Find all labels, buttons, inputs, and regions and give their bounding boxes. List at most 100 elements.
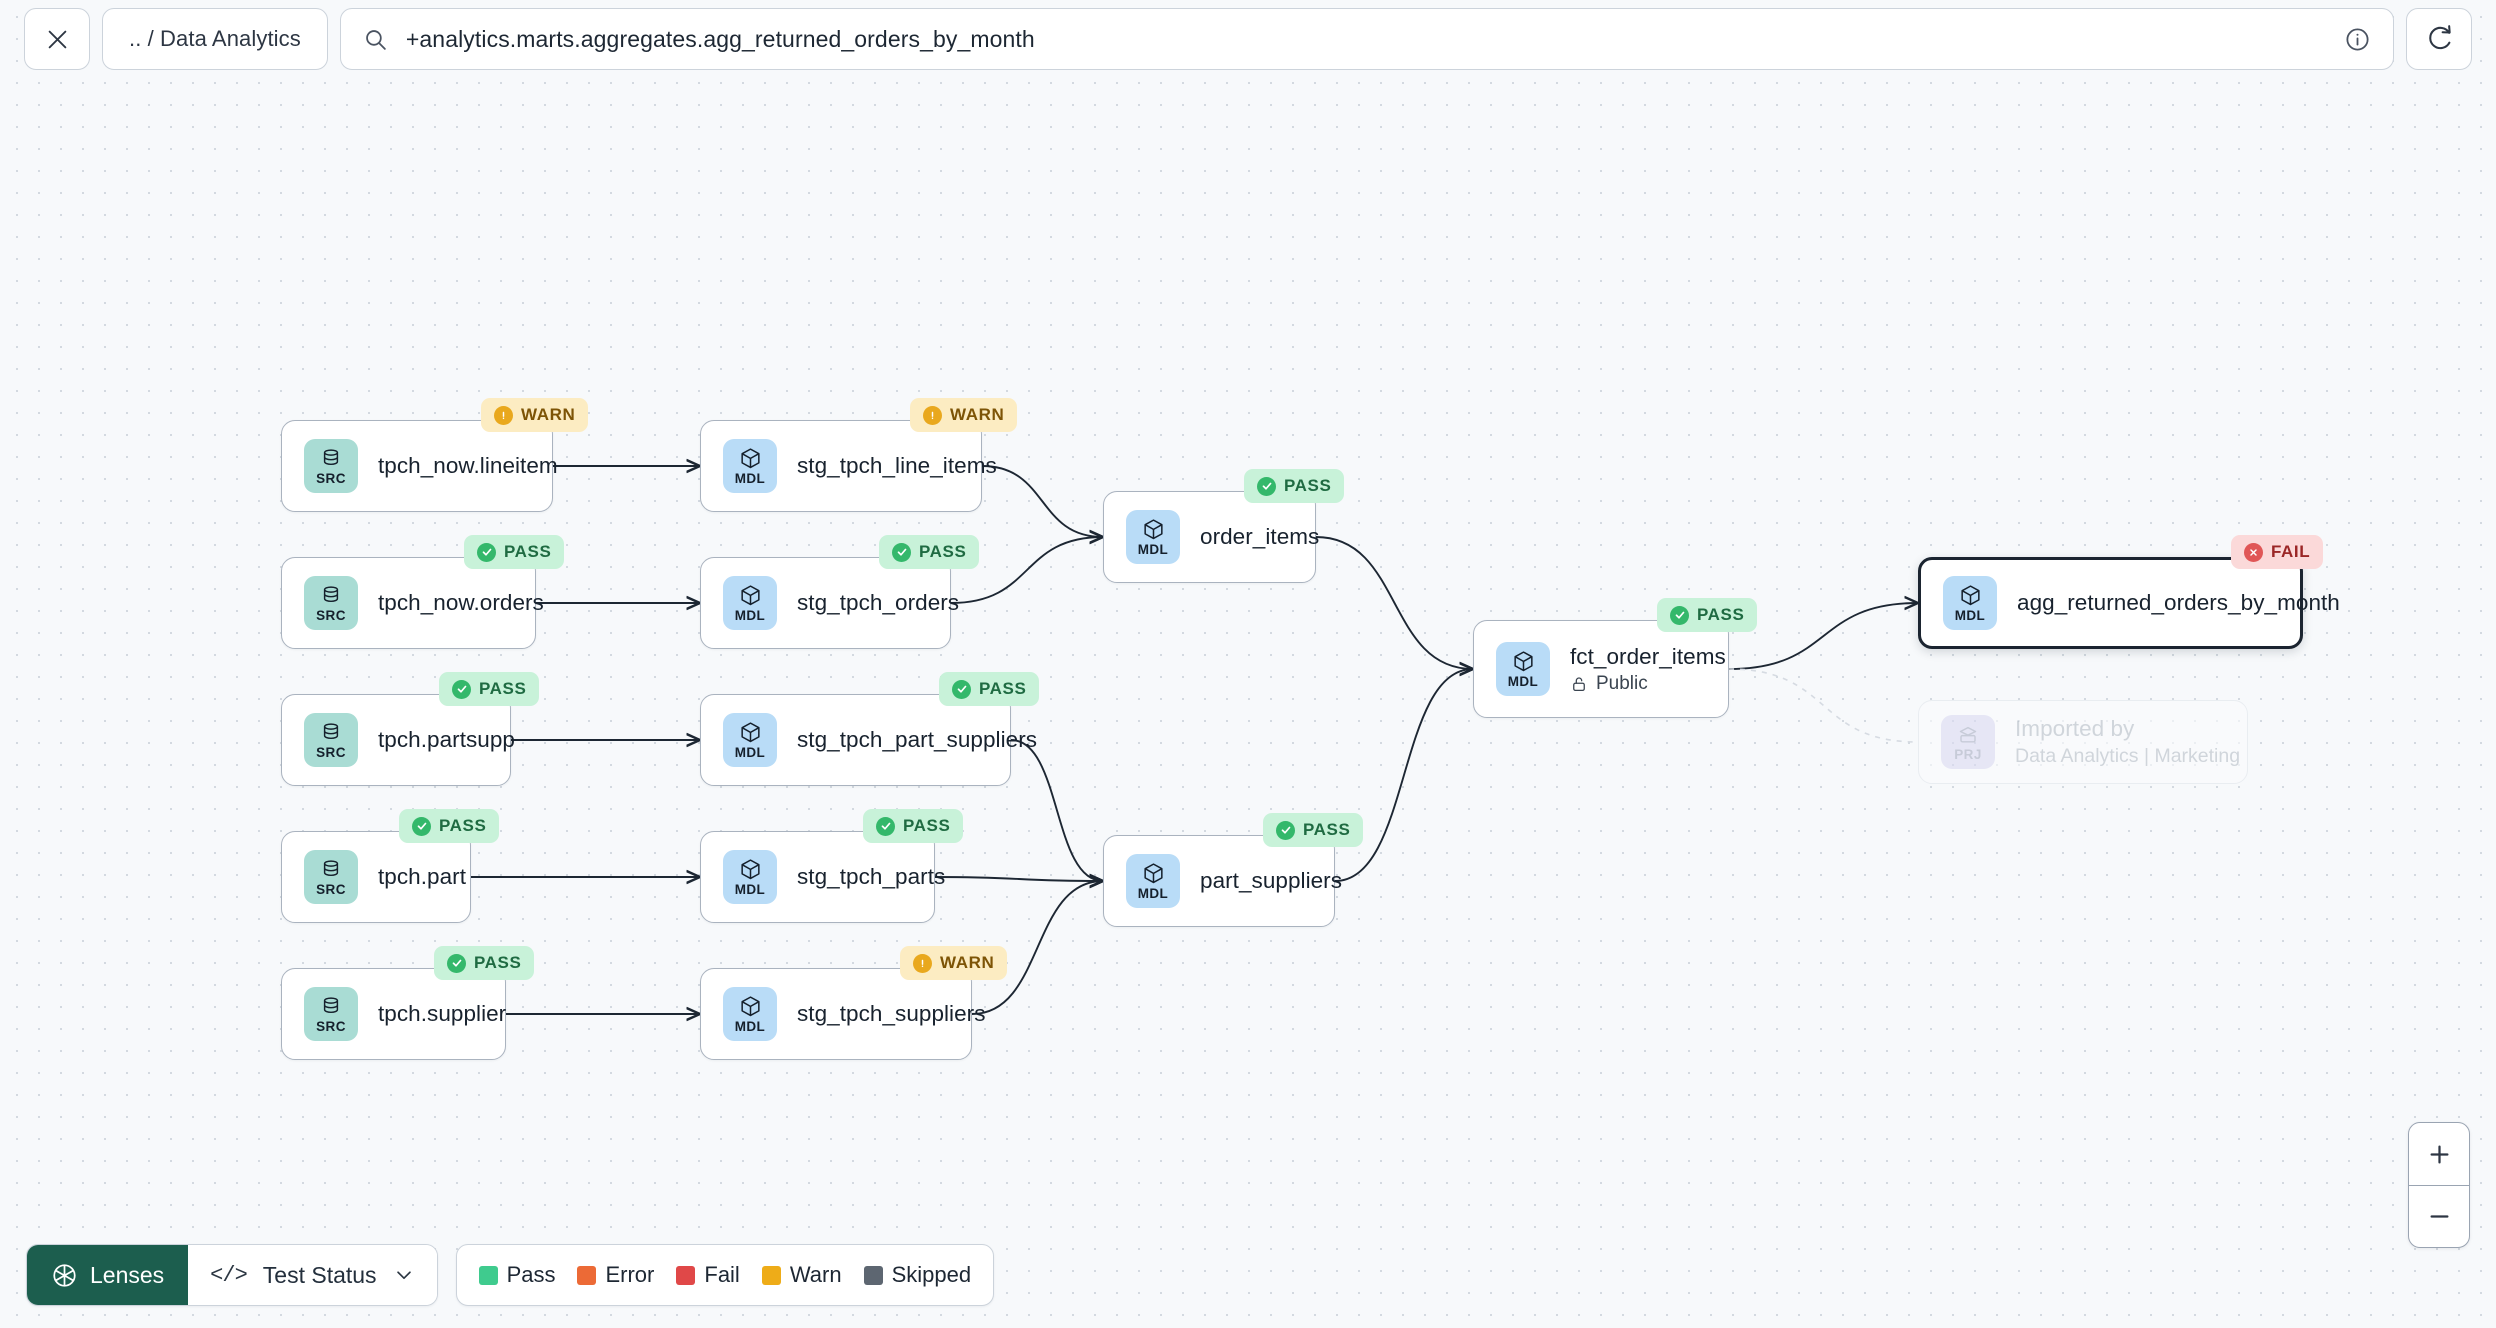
status-dot-icon (876, 816, 895, 836)
node-title: order_items (1200, 524, 1320, 549)
node-kind-chip-mdl: MDL (1943, 576, 1997, 630)
info-circle-icon[interactable] (2344, 26, 2371, 53)
legend-item-fail[interactable]: Fail (676, 1262, 740, 1288)
status-badge-label: PASS (1303, 820, 1351, 839)
node-kind-label: MDL (1954, 608, 1986, 624)
graph-node-tpch_now_lineitem[interactable]: SRC tpch_now.lineitem (281, 420, 558, 512)
node-kind-chip-mdl: MDL (723, 576, 777, 630)
node-body: stg_tpch_orders (797, 590, 960, 616)
node-kind-label: SRC (316, 470, 346, 486)
status-dot-icon (913, 953, 932, 973)
status-badge-label: PASS (1284, 476, 1332, 495)
zoom-out-button[interactable] (2409, 1185, 2469, 1247)
test-status-selector[interactable]: </> Test Status (188, 1245, 437, 1305)
status-badge-label: PASS (919, 542, 967, 561)
node-title: fct_order_items (1570, 643, 1726, 669)
node-kind-label: PRJ (1954, 746, 1982, 762)
status-badge-label: PASS (1697, 605, 1745, 624)
bottom-toolbar: Lenses </> Test Status Pass Error Fail Warn… (26, 1244, 995, 1306)
graph-node-order_items[interactable]: MDL order_items (1103, 491, 1320, 583)
status-badge-pass[interactable]: PASS (399, 809, 500, 843)
edge-stg_tpch_orders-to-order_items (950, 537, 1103, 604)
status-badge-label: PASS (504, 542, 552, 561)
node-body: stg_tpch_line_items (797, 453, 997, 479)
cube-icon (1960, 585, 1980, 606)
database-icon (323, 586, 339, 602)
code-icon: </> (210, 1262, 248, 1288)
node-title: stg_tpch_suppliers (797, 1001, 986, 1026)
status-badge-fail[interactable]: FAIL (2231, 535, 2324, 569)
node-title: tpch_now.orders (378, 590, 544, 615)
search-bar[interactable]: +analytics.marts.aggregates.agg_returned… (339, 8, 2394, 70)
status-badge-pass[interactable]: PASS (439, 672, 540, 706)
search-input[interactable]: +analytics.marts.aggregates.agg_returned… (405, 25, 1035, 52)
node-title: tpch.supplier (378, 1001, 507, 1026)
close-icon (48, 30, 66, 48)
status-badge-pass[interactable]: PASS (1657, 598, 1758, 632)
status-badge-label: WARN (950, 405, 1005, 424)
node-title: tpch_now.lineitem (378, 453, 558, 478)
node-title: stg_tpch_parts (797, 864, 946, 889)
lenses-button[interactable]: Lenses (27, 1245, 189, 1305)
legend-item-warn[interactable]: Warn (761, 1262, 842, 1288)
graph-node-stg_tpch_orders[interactable]: MDL stg_tpch_orders (700, 557, 960, 649)
status-badge-pass[interactable]: PASS (939, 672, 1040, 706)
zoom-in-button[interactable] (2409, 1123, 2469, 1185)
unlock-icon (1573, 676, 1585, 691)
status-badge-warn[interactable]: WARN (900, 946, 1008, 980)
status-badge-pass[interactable]: PASS (863, 809, 964, 843)
node-kind-chip-mdl: MDL (1126, 510, 1180, 564)
refresh-button[interactable] (2406, 8, 2472, 70)
node-kind-chip-src: SRC (304, 713, 358, 767)
edge-fct_order_items-to-agg_returned_orders (1728, 603, 1918, 670)
legend-item-error[interactable]: Error (577, 1262, 654, 1288)
legend-label: Error (605, 1262, 655, 1287)
status-badge-pass[interactable]: PASS (464, 535, 565, 569)
database-icon (323, 997, 339, 1013)
node-subtitle: Public (1570, 673, 1706, 695)
status-badge-pass[interactable]: PASS (1263, 813, 1364, 847)
status-badge-pass[interactable]: PASS (434, 946, 535, 980)
edge-stg_tpch_suppliers-to-part_suppliers (971, 881, 1103, 1015)
cube-icon (740, 722, 760, 743)
legend-item-skipped[interactable]: Skipped (863, 1262, 971, 1288)
status-dot-icon (494, 405, 513, 425)
edge-stg_tpch_part_suppliers-to-part_suppliers (1010, 739, 1103, 881)
node-kind-chip-mdl: MDL (1126, 854, 1180, 908)
close-button[interactable] (24, 8, 90, 70)
legend-swatch (863, 1265, 883, 1285)
edge-part_suppliers-to-fct_order_items (1334, 669, 1473, 882)
node-kind-label: SRC (316, 1018, 346, 1034)
node-title: stg_tpch_orders (797, 590, 960, 615)
breadcrumb[interactable]: .. / Data Analytics (102, 8, 328, 70)
status-dot-icon (412, 816, 431, 836)
status-badge-warn[interactable]: WARN (481, 398, 589, 432)
status-badge-label: PASS (474, 953, 522, 972)
status-badge-warn[interactable]: WARN (910, 398, 1018, 432)
search-icon (366, 29, 386, 50)
status-dot-icon (447, 953, 466, 973)
database-icon (323, 449, 339, 465)
edge-stg_tpch_parts-to-part_suppliers (934, 877, 1103, 881)
node-body: tpch.part (378, 864, 466, 890)
legend-label: Warn (789, 1262, 842, 1287)
status-badge-pass[interactable]: PASS (1244, 469, 1345, 503)
legend-item-pass[interactable]: Pass (478, 1262, 555, 1288)
node-body: order_items (1200, 524, 1320, 550)
status-badge-pass[interactable]: PASS (879, 535, 980, 569)
graph-node-tpch_supplier[interactable]: SRC tpch.supplier (281, 968, 506, 1060)
legend-swatch (478, 1265, 498, 1285)
